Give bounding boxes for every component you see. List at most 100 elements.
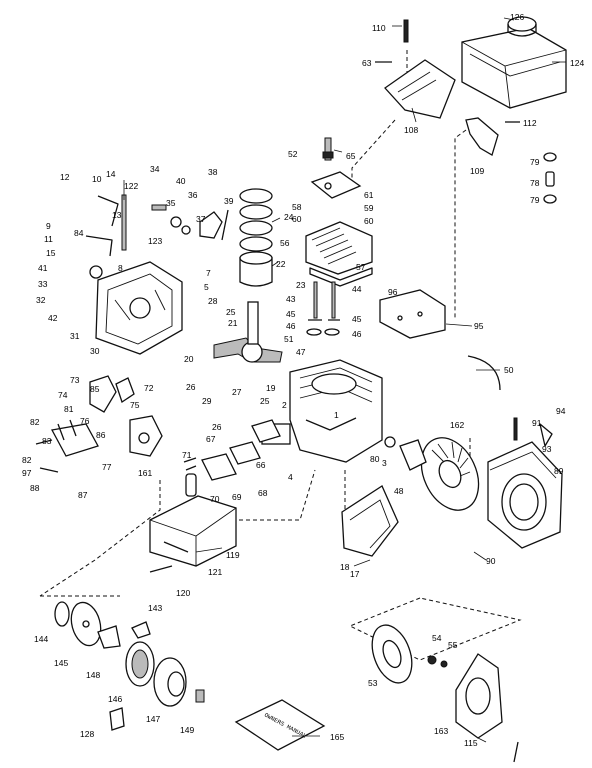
- air-cleaner-body: [149, 473, 237, 573]
- callout: 11: [44, 234, 53, 244]
- callout: 14: [106, 169, 116, 179]
- callout: 91: [532, 418, 542, 428]
- callout: 148: [86, 670, 100, 680]
- cylinder-head: [305, 221, 373, 287]
- callout: 15: [46, 248, 56, 258]
- callout: 22: [276, 259, 286, 269]
- callout: 52: [288, 149, 298, 159]
- callout: 1: [334, 410, 339, 420]
- callout: 163: [434, 726, 448, 736]
- callout: 76: [80, 416, 90, 426]
- callout: 115: [464, 738, 478, 748]
- callout: 73: [70, 375, 80, 385]
- tank-bracket: [375, 19, 456, 119]
- callout: 56: [280, 238, 290, 248]
- callout: 94: [556, 406, 566, 416]
- crankshaft: [213, 301, 283, 363]
- callout: 162: [450, 420, 464, 430]
- callout: 145: [54, 658, 68, 668]
- callout: 109: [470, 166, 484, 176]
- callout: 63: [362, 58, 372, 68]
- callout: 112: [523, 118, 537, 128]
- spacers: [543, 152, 557, 204]
- callout: 65: [346, 151, 356, 161]
- control-bracket: [379, 289, 446, 339]
- callout: 90: [486, 556, 496, 566]
- crankcase-cover: [95, 261, 183, 355]
- callout: 79: [530, 157, 540, 167]
- callout: 83: [42, 436, 52, 446]
- callout: 9: [46, 221, 51, 231]
- callout: 51: [284, 334, 294, 344]
- callout: 31: [70, 331, 80, 341]
- callout: 165: [330, 732, 344, 742]
- callout: 25: [260, 396, 270, 406]
- callout: 110: [372, 23, 386, 33]
- carburetor: [89, 375, 163, 457]
- piston-assembly: [239, 188, 273, 287]
- callout: 50: [504, 365, 514, 375]
- callout: 29: [202, 396, 212, 406]
- callout: 41: [38, 263, 48, 273]
- callout: 23: [296, 280, 306, 290]
- callout: 27: [232, 387, 242, 397]
- callout: 77: [102, 462, 112, 472]
- callout: 93: [542, 444, 552, 454]
- callout: 53: [368, 678, 378, 688]
- callout: 87: [78, 490, 88, 500]
- callout: 120: [176, 588, 190, 598]
- callout: 44: [352, 284, 362, 294]
- callout: 143: [148, 603, 162, 613]
- callout: 46: [286, 321, 296, 331]
- callout: 8: [118, 263, 123, 273]
- callout: 82: [30, 417, 40, 427]
- bracket-109: [465, 117, 520, 156]
- valve-parts: [306, 281, 340, 336]
- callout: 5: [204, 282, 209, 292]
- callout-labels: 126 110 124 63 108 112 109 79 78 79 52 6…: [22, 12, 584, 748]
- callout: 25: [226, 307, 236, 317]
- callout: 12: [60, 172, 70, 182]
- callout: 4: [288, 472, 293, 482]
- callout: 81: [64, 404, 74, 414]
- air-filter-parts: [54, 601, 205, 731]
- callout: 61: [364, 190, 374, 200]
- callout: 18: [340, 562, 350, 572]
- callout: 26: [212, 422, 222, 432]
- callout: 39: [224, 196, 234, 206]
- callout: 71: [182, 450, 192, 460]
- callout: 121: [208, 567, 222, 577]
- callout: 13: [112, 210, 122, 220]
- callout: 119: [226, 550, 240, 560]
- governor-linkage: [85, 195, 119, 279]
- callout: 2: [282, 400, 287, 410]
- callout: 72: [144, 383, 154, 393]
- callout: 85: [90, 384, 100, 394]
- callout: 46: [352, 329, 362, 339]
- callout: 96: [388, 287, 398, 297]
- callout: 161: [138, 468, 152, 478]
- callout: 58: [292, 202, 302, 212]
- spark-plug: [322, 137, 334, 161]
- callout: 78: [530, 178, 540, 188]
- callout: 32: [36, 295, 46, 305]
- callout: 55: [448, 640, 458, 650]
- callout: 68: [258, 488, 268, 498]
- engine-block: [261, 359, 383, 463]
- callout: 57: [356, 262, 366, 272]
- callout: 144: [34, 634, 48, 644]
- callout: 33: [38, 279, 48, 289]
- callout: 34: [150, 164, 160, 174]
- callout: 88: [30, 483, 40, 493]
- flywheel: [384, 436, 480, 511]
- callout: 20: [184, 354, 194, 364]
- callout: 54: [432, 633, 442, 643]
- callout: 75: [130, 400, 140, 410]
- callout: 60: [292, 214, 302, 224]
- rewind-starter: [371, 624, 503, 739]
- callout: 36: [188, 190, 198, 200]
- callout: 97: [22, 468, 32, 478]
- callout: 30: [90, 346, 100, 356]
- stray-mark: [513, 741, 519, 763]
